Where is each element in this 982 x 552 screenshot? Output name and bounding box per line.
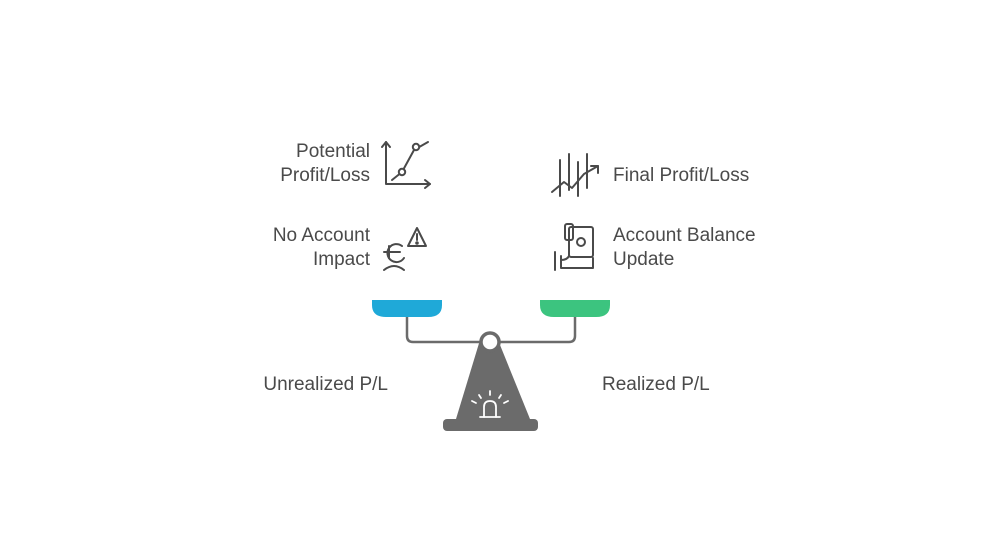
hand-cash-icon xyxy=(553,222,599,272)
left-item-potential-label: Potential Profit/Loss xyxy=(250,140,370,188)
right-item-final-label: Final Profit/Loss xyxy=(613,165,750,186)
left-pan xyxy=(372,300,442,317)
right-item-balance-line1: Account Balance xyxy=(613,225,756,246)
realized-label: Realized P/L xyxy=(602,374,710,395)
right-item-balance-line2: Update xyxy=(613,249,675,270)
left-item-impact-line2: Impact xyxy=(312,249,370,270)
left-item-impact-label: No Account Impact xyxy=(230,224,370,272)
line-graph-icon xyxy=(380,138,432,190)
right-item-balance-label: Account Balance Update xyxy=(613,224,756,272)
alert-light-icon xyxy=(471,390,509,418)
trend-bars-icon xyxy=(550,150,602,202)
left-item-potential-line1: Potential xyxy=(296,141,370,162)
scale-stand xyxy=(456,340,530,419)
left-item-impact-line1: No Account xyxy=(272,225,370,246)
person-warning-icon xyxy=(380,222,432,274)
right-pan xyxy=(540,300,610,317)
scale-base xyxy=(443,419,538,431)
left-item-potential-line2: Profit/Loss xyxy=(280,165,370,186)
scale-pivot xyxy=(479,331,501,353)
unrealized-label: Unrealized P/L xyxy=(263,374,388,395)
balance-scale xyxy=(360,295,620,435)
